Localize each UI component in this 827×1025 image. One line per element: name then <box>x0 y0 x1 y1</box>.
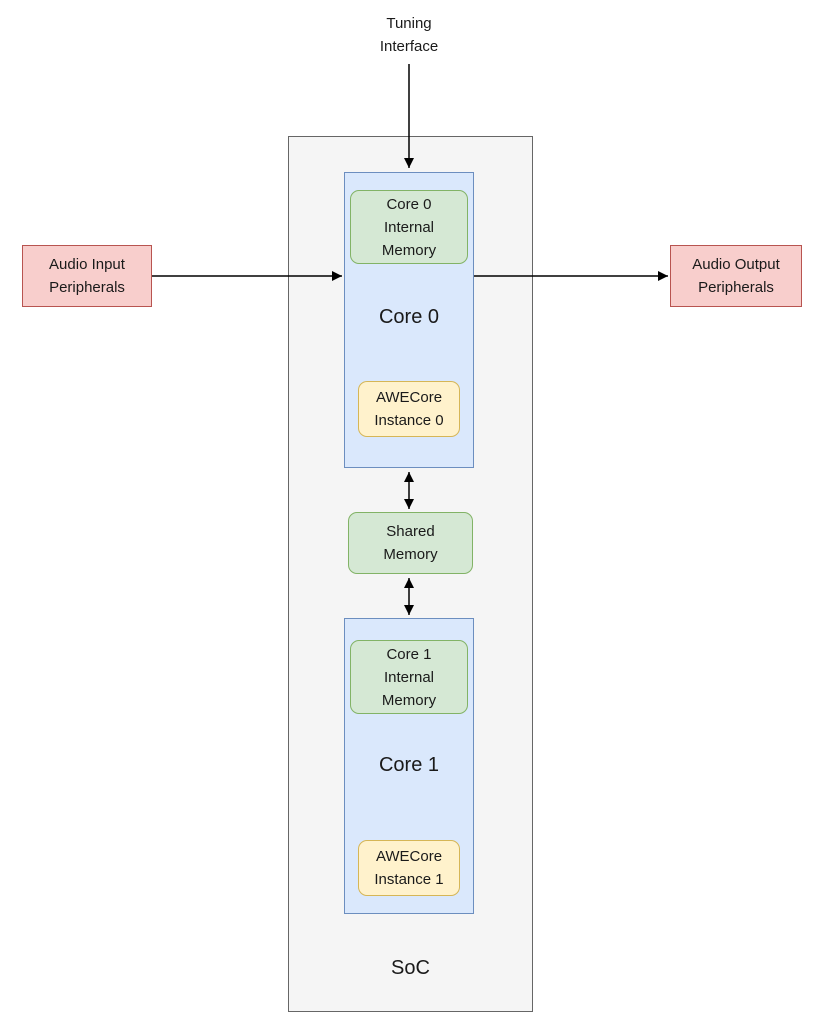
core0-internal-memory-box: Core 0 Internal Memory <box>350 190 468 264</box>
core1-internal-memory-box: Core 1 Internal Memory <box>350 640 468 714</box>
audio-input-peripherals-box: Audio Input Peripherals <box>22 245 152 307</box>
audio-output-peripherals-box: Audio Output Peripherals <box>670 245 802 307</box>
core0-label: Core 0 <box>378 306 440 328</box>
awecore-instance1-box: AWECore Instance 1 <box>358 840 460 896</box>
soc-label: SoC <box>391 957 430 979</box>
tuning-interface-label: Tuning Interface <box>379 15 439 55</box>
core1-label: Core 1 <box>378 754 440 776</box>
shared-memory-box: Shared Memory <box>348 512 473 574</box>
awecore-instance0-box: AWECore Instance 0 <box>358 381 460 437</box>
